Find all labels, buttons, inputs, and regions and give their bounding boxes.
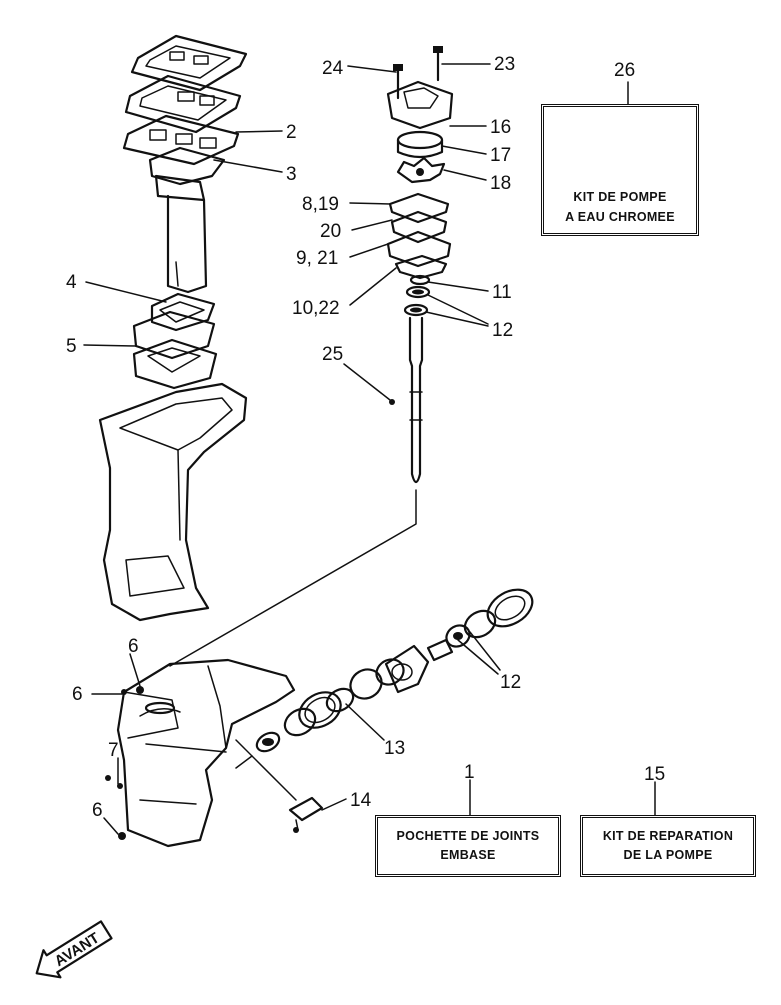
- callout-3: 3: [286, 164, 297, 185]
- propeller-shaft-parts: [235, 588, 534, 833]
- callout-12-lower: 12: [500, 672, 521, 693]
- callout-5: 5: [66, 336, 77, 357]
- kit-reparation-line2: DE LA POMPE: [623, 848, 713, 862]
- callout-9-21: 9, 21: [296, 248, 338, 269]
- callout-17: 17: [490, 145, 511, 166]
- kit-pompe-chrome-box: KIT DE POMPE A EAU CHROMEE: [541, 104, 699, 236]
- lower-unit: [105, 658, 296, 848]
- kit-pompe-chrome-line1: KIT DE POMPE: [573, 190, 667, 205]
- callout-24: 24: [322, 58, 344, 79]
- kit-reparation-line1: KIT DE REPARATION: [602, 828, 734, 843]
- callout-25: 25: [322, 344, 343, 365]
- pochette-joints-line2: EMBASE: [440, 848, 496, 862]
- gasket-3-exhaust-guide: [148, 146, 226, 294]
- pochette-joints-box: POCHETTE DE JOINTS EMBASE: [375, 815, 561, 877]
- kit-reparation-box: KIT DE REPARATION DE LA POMPE: [580, 815, 756, 877]
- callout-10-22: 10,22: [292, 298, 340, 319]
- callout-23: 23: [494, 54, 515, 75]
- water-pump-stack: [386, 46, 454, 484]
- callout-12-upper: 12: [492, 320, 513, 341]
- callout-14: 14: [350, 790, 372, 811]
- pochette-joints-line1: POCHETTE DE JOINTS: [396, 828, 540, 843]
- callout-20: 20: [320, 221, 341, 242]
- callout-16: 16: [490, 117, 511, 138]
- gasket-4: [150, 292, 216, 332]
- callout-11: 11: [492, 282, 512, 303]
- callout-6-bottom: 6: [92, 800, 103, 821]
- top-plate-assembly: [124, 34, 248, 134]
- gasket-2: [122, 114, 240, 166]
- callout-4: 4: [66, 272, 77, 293]
- upper-casing: [98, 382, 248, 622]
- callout-13: 13: [384, 738, 405, 759]
- callout-26: 26: [614, 60, 635, 81]
- gasket-5: [132, 310, 218, 390]
- callout-6-top: 6: [128, 636, 139, 657]
- avant-arrow: AVANT: [35, 920, 113, 979]
- callout-15: 15: [644, 764, 665, 785]
- callout-labels: 2 3 4 5 6 6 7 6 24 23 16 17 18 8,19 20 9…: [66, 54, 677, 821]
- callout-7: 7: [108, 740, 119, 761]
- callout-6-left: 6: [72, 684, 83, 705]
- callout-18: 18: [490, 173, 511, 194]
- shaft-position-line: [169, 489, 417, 667]
- callout-2: 2: [286, 122, 297, 143]
- callout-8-19: 8,19: [302, 194, 339, 215]
- kit-pompe-chrome-line2: A EAU CHROMEE: [565, 209, 675, 224]
- callout-1: 1: [464, 762, 475, 783]
